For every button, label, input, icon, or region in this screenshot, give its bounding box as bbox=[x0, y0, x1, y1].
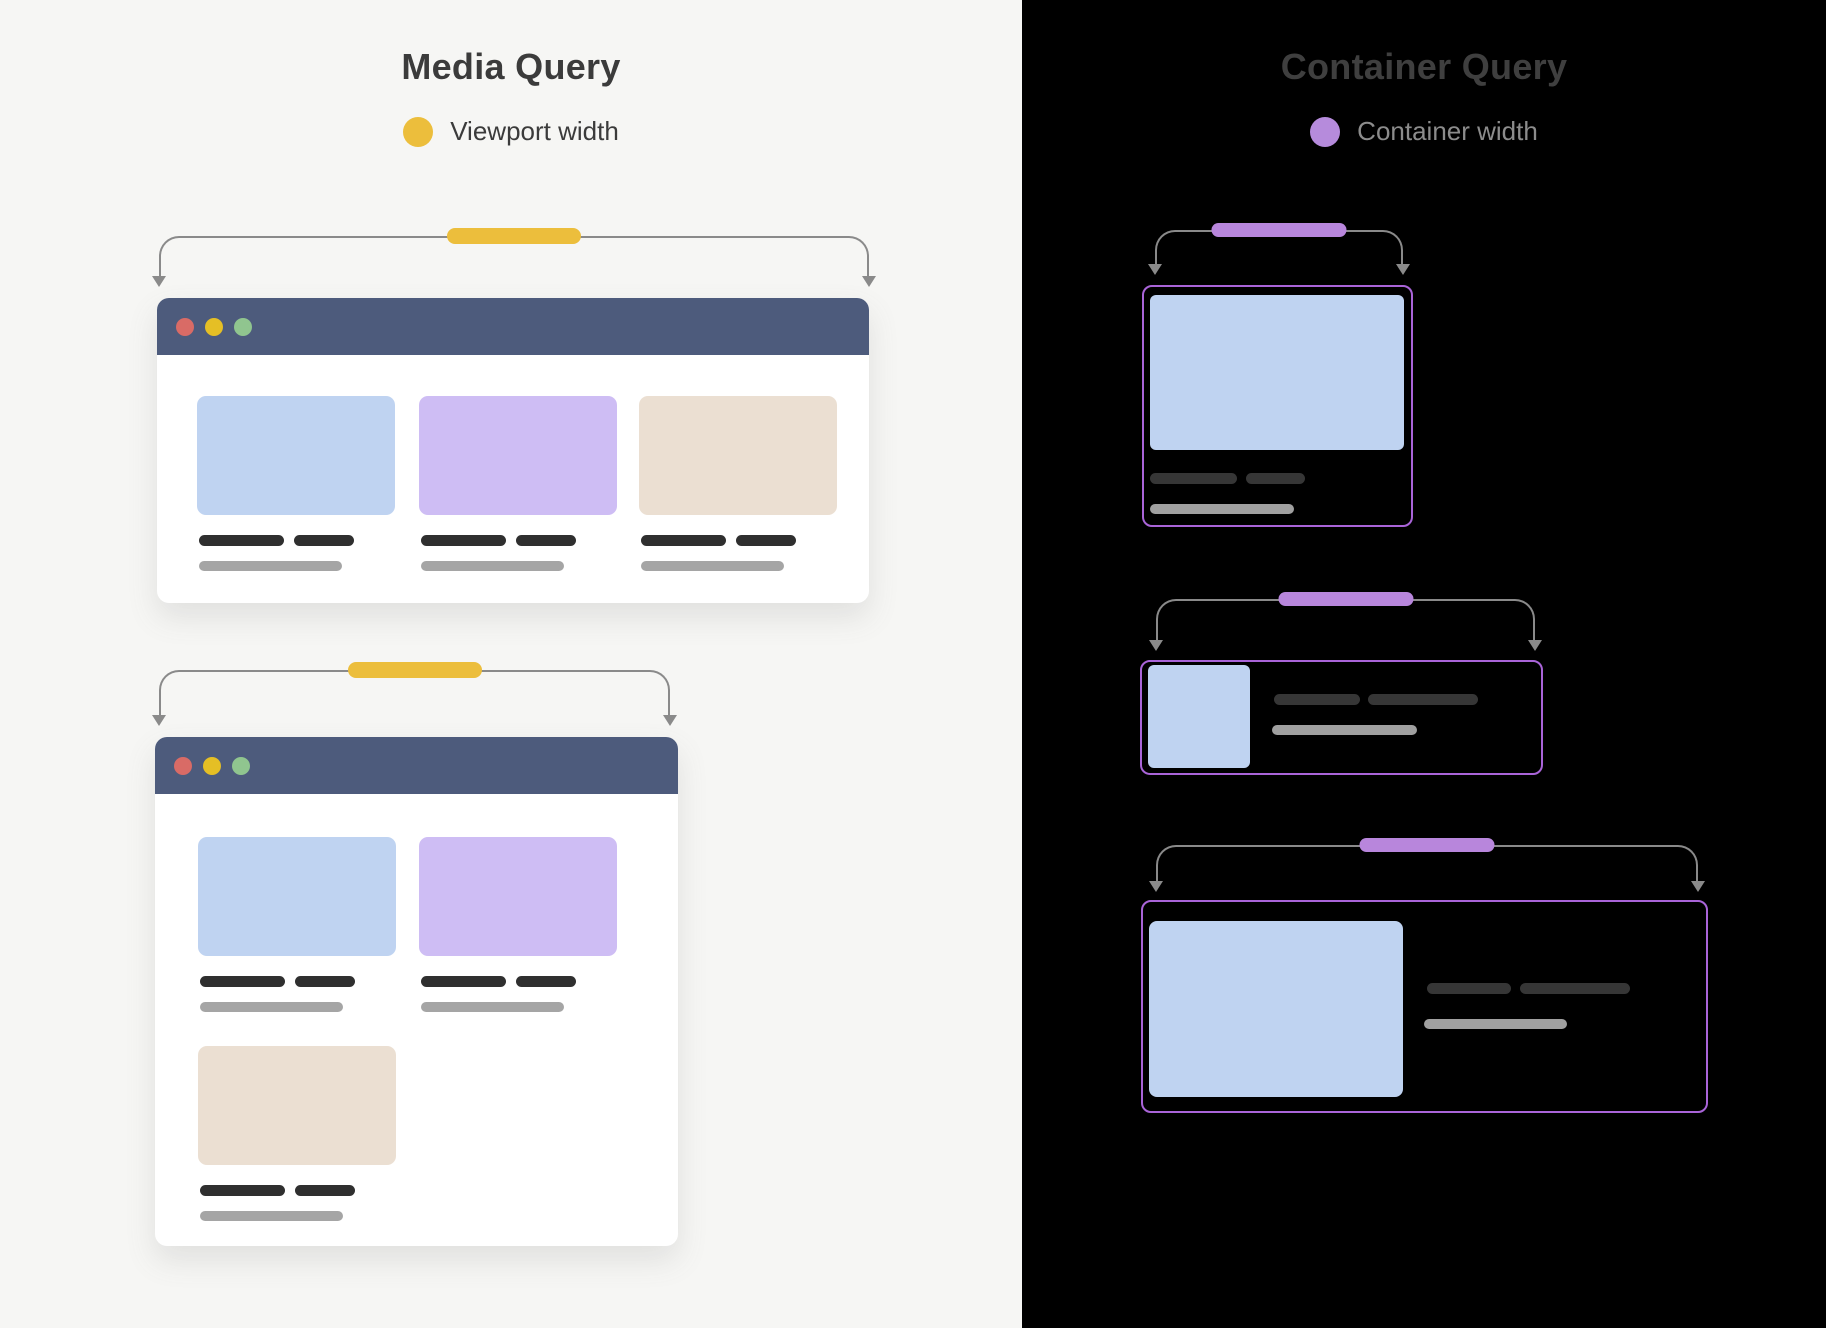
arrowhead-down-icon bbox=[152, 276, 166, 287]
text-line-placeholder bbox=[736, 535, 796, 546]
text-line-placeholder bbox=[421, 535, 506, 546]
arrowhead-down-icon bbox=[152, 715, 166, 726]
text-line-placeholder bbox=[1150, 504, 1294, 514]
text-line-placeholder bbox=[421, 1002, 564, 1012]
viewport-width-dot-icon bbox=[403, 116, 434, 147]
container-width-dot-icon bbox=[1310, 116, 1341, 147]
container-width-legend-label: Container width bbox=[1357, 116, 1538, 146]
arrowhead-down-icon bbox=[663, 715, 677, 726]
container-width-bracket-medium bbox=[1149, 592, 1542, 651]
image-placeholder-tile bbox=[1148, 665, 1250, 768]
text-line-placeholder bbox=[421, 561, 564, 571]
viewport-width-indicator bbox=[447, 228, 581, 244]
container-card-small bbox=[1142, 285, 1413, 527]
container-query-panel: Container Query Container width bbox=[1022, 0, 1826, 1328]
browser-window-wide bbox=[157, 298, 869, 603]
image-placeholder-tile bbox=[1149, 921, 1403, 1097]
arrowhead-down-icon bbox=[1148, 264, 1162, 275]
arrowhead-down-icon bbox=[862, 276, 876, 287]
image-placeholder-tile bbox=[197, 396, 395, 515]
image-placeholder-tile bbox=[198, 1046, 396, 1165]
viewport-width-indicator bbox=[347, 662, 482, 678]
card-tan bbox=[198, 1046, 396, 1228]
text-line-placeholder bbox=[199, 535, 284, 546]
browser-titlebar bbox=[155, 737, 678, 794]
arrowhead-down-icon bbox=[1691, 881, 1705, 892]
traffic-light-close-icon bbox=[176, 317, 194, 336]
media-query-title: Media Query bbox=[401, 46, 621, 87]
image-placeholder-tile bbox=[419, 837, 617, 956]
text-line-placeholder bbox=[516, 976, 576, 987]
text-line-placeholder bbox=[1246, 473, 1305, 484]
viewport-width-legend-label: Viewport width bbox=[450, 116, 619, 146]
browser-titlebar bbox=[157, 298, 869, 355]
text-line-placeholder bbox=[641, 535, 726, 546]
text-line-placeholder bbox=[200, 1002, 343, 1012]
container-width-legend: Container width bbox=[1022, 116, 1826, 147]
viewport-width-bracket-narrow bbox=[152, 662, 677, 726]
container-width-indicator bbox=[1211, 223, 1347, 237]
text-line-placeholder bbox=[1424, 1019, 1567, 1029]
text-line-placeholder bbox=[200, 976, 285, 987]
text-line-placeholder bbox=[294, 535, 354, 546]
text-line-placeholder bbox=[295, 976, 355, 987]
container-card-medium bbox=[1140, 660, 1543, 775]
viewport-width-bracket-wide bbox=[152, 228, 876, 287]
card-tan bbox=[639, 396, 837, 578]
text-line-placeholder bbox=[1274, 694, 1360, 705]
text-line-placeholder bbox=[200, 1211, 343, 1221]
container-width-indicator bbox=[1359, 838, 1495, 852]
arrowhead-down-icon bbox=[1149, 881, 1163, 892]
traffic-light-maximize-icon bbox=[234, 317, 252, 336]
text-line-placeholder bbox=[1427, 983, 1511, 994]
text-line-placeholder bbox=[199, 561, 342, 571]
text-line-placeholder bbox=[1150, 473, 1237, 484]
text-line-placeholder bbox=[200, 1185, 285, 1196]
container-width-bracket-small bbox=[1148, 223, 1410, 275]
image-placeholder-tile bbox=[419, 396, 617, 515]
card-purple bbox=[419, 396, 617, 578]
viewport-width-legend: Viewport width bbox=[0, 116, 1022, 147]
container-width-indicator bbox=[1278, 592, 1413, 606]
image-placeholder-tile bbox=[639, 396, 837, 515]
text-line-placeholder bbox=[1368, 694, 1478, 705]
text-line-placeholder bbox=[641, 561, 784, 571]
card-blue bbox=[197, 396, 395, 578]
text-line-placeholder bbox=[1272, 725, 1417, 735]
arrowhead-down-icon bbox=[1528, 640, 1542, 651]
text-line-placeholder bbox=[421, 976, 506, 987]
image-placeholder-tile bbox=[1150, 295, 1404, 450]
arrowhead-down-icon bbox=[1149, 640, 1163, 651]
media-query-panel: Media Query Viewport width bbox=[0, 0, 1022, 1328]
text-line-placeholder bbox=[295, 1185, 355, 1196]
card-blue bbox=[198, 837, 396, 1019]
container-card-large bbox=[1141, 900, 1708, 1113]
image-placeholder-tile bbox=[198, 837, 396, 956]
text-line-placeholder bbox=[1520, 983, 1630, 994]
traffic-light-minimize-icon bbox=[205, 317, 223, 336]
text-line-placeholder bbox=[516, 535, 576, 546]
traffic-light-minimize-icon bbox=[203, 756, 221, 775]
browser-window-narrow bbox=[155, 737, 678, 1246]
container-width-bracket-large bbox=[1149, 838, 1705, 892]
traffic-light-maximize-icon bbox=[232, 756, 250, 775]
container-query-title: Container Query bbox=[1280, 46, 1568, 87]
traffic-light-close-icon bbox=[174, 756, 192, 775]
card-purple bbox=[419, 837, 617, 1019]
arrowhead-down-icon bbox=[1396, 264, 1410, 275]
